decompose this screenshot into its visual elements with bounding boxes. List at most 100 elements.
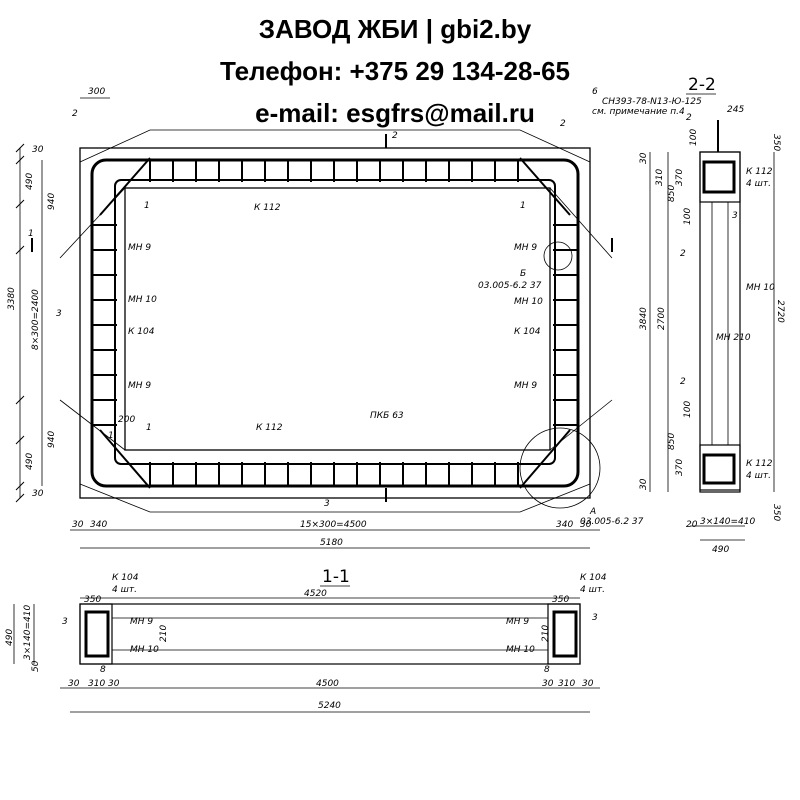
plan-label: 1 (144, 201, 150, 211)
plan-label: 3 (56, 309, 62, 319)
section22-label: МН 210 (716, 333, 751, 343)
dim-label: 30 (68, 679, 80, 689)
section22-top-block (699, 151, 741, 203)
dim-label: 300 (88, 87, 105, 97)
dim-label: 15×300=4500 (300, 520, 367, 530)
section11-stirrup (552, 610, 578, 658)
dim-label: 50 (31, 660, 41, 672)
section22-bottom-block (699, 444, 741, 491)
plan-label: ПКБ 63 (370, 411, 404, 421)
corner-diagonal (549, 187, 613, 259)
dim-tick (15, 199, 25, 209)
detail-circle-b (543, 241, 573, 271)
dim-label: 8×300=2400 (31, 289, 41, 350)
dim-label: 1 (146, 423, 152, 433)
plan-label: 6 (592, 87, 598, 97)
section11-stirrup (84, 610, 110, 658)
dim-label: 2700 (657, 307, 667, 330)
dim-label: 350 (552, 595, 569, 605)
dim-label: 100 (689, 129, 699, 146)
dim-label: 2720 (775, 300, 785, 323)
header-company: ЗАВОД ЖБИ | gbi2.by (258, 14, 532, 44)
dim-label: 340 (556, 520, 573, 530)
section-title: 2-2 (688, 75, 716, 95)
dim-label: 4500 (316, 679, 339, 689)
stirrups (92, 160, 578, 486)
section22-label: 3 (732, 211, 738, 221)
dim-label: 5180 (320, 538, 343, 548)
dim-label: 30 (32, 489, 44, 499)
dim-label: 30 (582, 679, 594, 689)
section11-label: К 104 (580, 573, 607, 583)
section22-label: 4 шт. (746, 179, 771, 189)
plan-label: К 104 (128, 327, 155, 337)
section22-label: К 112 (746, 459, 773, 469)
corner-bar (99, 429, 151, 489)
plan-label: МН 9 (514, 243, 537, 253)
plan-label: см. примечание п.4 (592, 107, 685, 117)
corner-bar (519, 429, 571, 489)
dim-label: 30 (72, 520, 84, 530)
dim-label: 210 (159, 625, 169, 642)
section22-stirrup (702, 453, 736, 485)
section22-label: 2 (680, 249, 686, 259)
plan-label: А (589, 507, 596, 517)
plan-inner-opening (124, 187, 551, 451)
dim-label: 370 (675, 459, 685, 476)
section22-label: К 112 (746, 167, 773, 177)
reinforcement-cage-outer (90, 158, 580, 488)
plan-label: МН 9 (128, 243, 151, 253)
dim-label: 100 (683, 401, 693, 418)
section11-label: 3 (592, 613, 598, 623)
plan-label: К 112 (254, 203, 281, 213)
section11-label: 4 шт. (112, 585, 137, 595)
dim-label: 310 (558, 679, 575, 689)
section11-label: МН 9 (130, 617, 153, 627)
dim-ticks (15, 143, 25, 503)
section11-label: МН 9 (506, 617, 529, 627)
section11-right-block (547, 603, 581, 665)
plan-label: МН 9 (514, 381, 537, 391)
plan-top-projection (79, 129, 591, 163)
plan-label: СН393-78-N13-Ю-125 (602, 97, 702, 107)
section22-label: 2 (680, 377, 686, 387)
section11-label: 8 (100, 665, 106, 675)
detail-circle-a (519, 427, 601, 509)
header-phone: Телефон: +375 29 134-28-65 (219, 56, 571, 86)
plan-label: 3 (324, 499, 330, 509)
dim-tick (15, 395, 25, 405)
section11-outline (79, 603, 581, 665)
corner-bar (99, 157, 151, 216)
plan-label: 2 (560, 119, 566, 129)
plan-label: Б (520, 269, 526, 279)
reinforcement-cage-inner (114, 179, 556, 465)
section22-label: 4 шт. (746, 471, 771, 481)
plan-label: МН 10 (514, 297, 543, 307)
section22-label: МН 10 (746, 283, 775, 293)
dim-label: 1 (108, 431, 114, 441)
dim-label: 3380 (7, 287, 17, 310)
dim-label: 200 (118, 415, 135, 425)
dim-label: 245 (727, 105, 744, 115)
plan-bottom-projection (79, 483, 591, 513)
plan-label: 2 (72, 109, 78, 119)
dim-label: 310 (655, 169, 665, 186)
dim-tick (15, 435, 25, 445)
section11-label: МН 10 (130, 645, 159, 655)
dim-label: 350 (771, 504, 781, 521)
dim-label: 30 (542, 679, 554, 689)
plan-label: 03.005-6.2 37 (580, 517, 644, 527)
dim-label: 30 (639, 152, 649, 164)
section-1-1: 1-1 4520 350 350 490 3×140=410 30 310 30… (5, 567, 607, 713)
dim-label: 850 (667, 433, 677, 450)
dim-label: 340 (90, 520, 107, 530)
section11-left-block (79, 603, 113, 665)
cut-label: 2 (392, 131, 398, 141)
dim-label: 4520 (304, 589, 327, 599)
dim-label: 20 (686, 520, 698, 530)
section11-label: МН 10 (506, 645, 535, 655)
plan-view: 30 490 940 3380 8×300=2400 940 490 30 30… (7, 87, 702, 549)
dim-label: 350 (84, 595, 101, 605)
dim-tick (15, 143, 25, 153)
